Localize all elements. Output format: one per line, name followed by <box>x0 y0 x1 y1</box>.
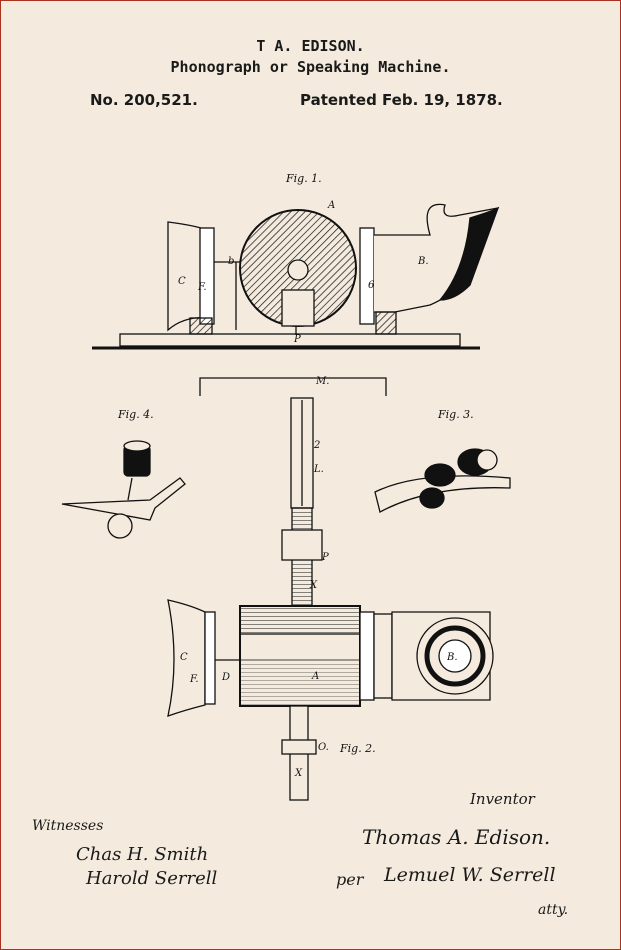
label-m: M. <box>315 376 329 387</box>
atty-label: atty. <box>538 902 569 918</box>
patent-title: Phonograph or Speaking Machine. <box>170 58 451 76</box>
inventor-signature: Thomas A. Edison. <box>362 825 551 849</box>
fig2-mouthpiece <box>167 599 206 717</box>
label-b: B. <box>417 256 429 267</box>
label-c2: C <box>180 652 188 663</box>
label-6: 6 <box>368 280 375 291</box>
fig1-platform <box>119 333 461 347</box>
per-text: per <box>336 870 364 889</box>
label-l: L. <box>313 464 324 475</box>
label-b2: B. <box>446 652 458 663</box>
label-p: P <box>293 334 301 345</box>
label-c: C <box>178 276 186 287</box>
label-o: O. <box>318 742 329 753</box>
fig2-bracket <box>199 377 387 396</box>
inventor-label: Inventor <box>470 790 535 808</box>
label-2: 2 <box>313 440 320 451</box>
figure-4 <box>61 440 186 539</box>
label-f: F. <box>197 282 207 293</box>
label-p2: P <box>321 552 329 563</box>
witness-signature-1: Chas H. Smith <box>76 844 209 865</box>
label-d: D <box>221 672 230 683</box>
figure-3 <box>374 448 511 513</box>
witnesses-label: Witnesses <box>32 818 104 834</box>
fig3-label: Fig. 3. <box>437 408 474 421</box>
witness-signature-2: Harold Serrell <box>86 868 218 889</box>
label-a2: A <box>311 671 319 682</box>
label-a: A <box>327 200 335 211</box>
figure-1 <box>92 203 500 350</box>
inventor-heading: T A. EDISON. <box>256 37 365 55</box>
fig4-label: Fig. 4. <box>117 408 154 421</box>
label-x2: X <box>294 768 303 779</box>
label-b-small: b <box>228 256 234 267</box>
attorney-signature: Lemuel W. Serrell <box>384 864 556 886</box>
label-x: X <box>309 580 318 591</box>
patent-number: No. 200,521. <box>90 91 198 109</box>
fig1-label: Fig. 1. <box>285 172 322 185</box>
figure-2 <box>167 377 494 801</box>
fig2-nut <box>281 529 323 561</box>
fig2-label: Fig. 2. <box>339 742 376 755</box>
patent-date: Patented Feb. 19, 1878. <box>300 91 503 109</box>
label-f2: F. <box>189 674 199 685</box>
